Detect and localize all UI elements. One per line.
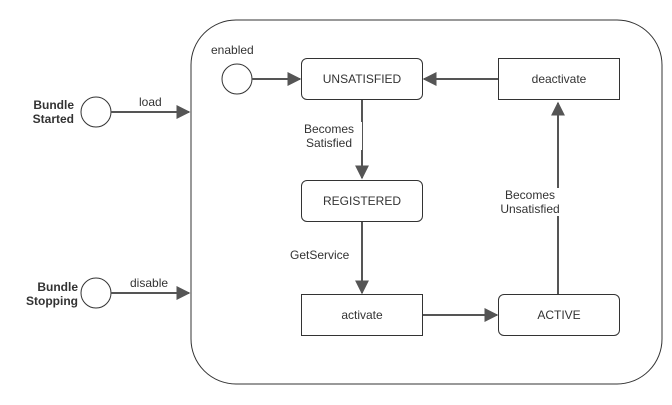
becomes-satisfied-label: Becomes Satisfied	[296, 122, 362, 150]
component-container	[190, 19, 663, 385]
bundle-started-label: Bundle Started	[32, 98, 74, 126]
bundle-started-node	[80, 96, 112, 128]
enabled-initial-node	[221, 63, 253, 95]
disable-label: disable	[130, 276, 169, 290]
enabled-label: enabled	[211, 43, 254, 57]
state-deactivate: deactivate	[498, 58, 620, 100]
state-registered: REGISTERED	[301, 180, 423, 222]
get-service-label: GetService	[290, 248, 350, 262]
state-active: ACTIVE	[498, 294, 620, 336]
bundle-stopping-label: Bundle Stopping	[26, 280, 78, 308]
load-label: load	[139, 95, 162, 109]
state-activate: activate	[301, 294, 423, 336]
bundle-stopping-node	[80, 277, 112, 309]
becomes-unsatisfied-label: Becomes Unsatisfied	[497, 188, 563, 216]
state-unsatisfied: UNSATISFIED	[301, 58, 423, 100]
